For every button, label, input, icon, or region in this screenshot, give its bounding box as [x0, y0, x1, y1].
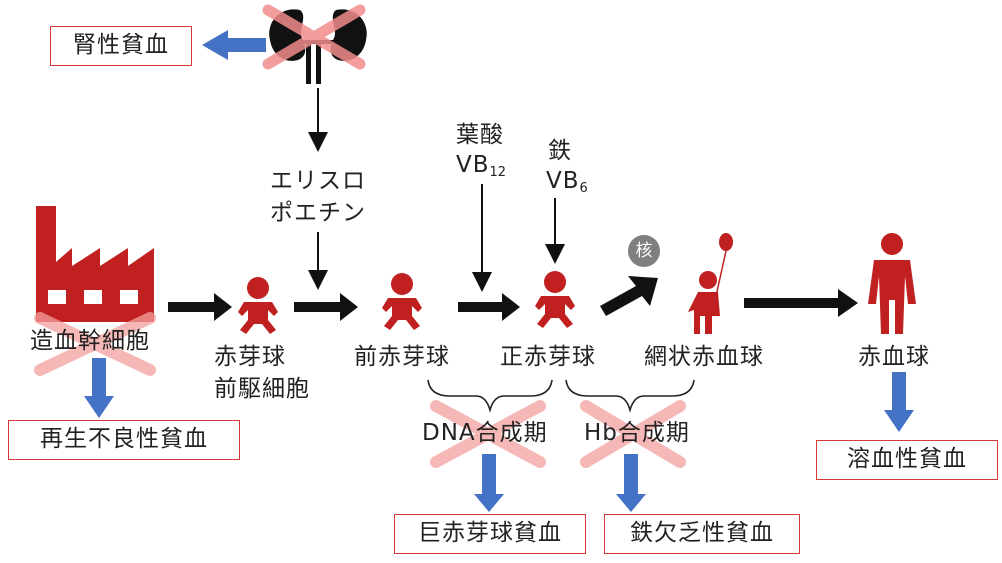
baby-icon-proerythroblast	[382, 273, 422, 330]
child-with-balloon-icon	[688, 233, 733, 334]
rbc-label: 赤血球	[858, 344, 930, 370]
reticulocyte-label: 網状赤血球	[644, 344, 764, 370]
vb12-label: VB12	[456, 150, 506, 188]
proerythroblast-label: 前赤芽球	[354, 344, 450, 370]
vb6-label: VB6	[546, 166, 588, 204]
renal-anemia-box: 腎性貧血	[50, 26, 192, 66]
arrow-to-renal-anemia	[202, 30, 266, 60]
vb6-subscript: 6	[579, 181, 588, 196]
brace-hb-synthesis	[565, 379, 695, 413]
arrow-to-hemolytic-anemia	[884, 372, 914, 432]
normoblast-label: 正赤芽球	[500, 344, 596, 370]
folate-label: 葉酸	[456, 122, 504, 148]
dna-synthesis-label: DNA合成期	[422, 420, 548, 446]
vb12-subscript: 12	[489, 165, 507, 180]
cross-mark-stem-cell	[34, 312, 156, 376]
cross-mark-kidney	[262, 4, 366, 70]
hemolytic-anemia-box: 溶血性貧血	[816, 440, 998, 480]
flow-arrows	[168, 276, 858, 321]
progenitor-label-line1: 赤芽球	[214, 344, 286, 370]
erythropoietin-label-line2: ポエチン	[270, 200, 366, 226]
flow-arrow-5	[744, 289, 858, 317]
aplastic-anemia-box: 再生不良性貧血	[8, 420, 240, 460]
flow-arrow-2	[294, 293, 358, 321]
arrow-to-aplastic-anemia	[84, 358, 114, 418]
cross-mark-dna-synthesis	[430, 400, 546, 468]
hb-synthesis-label: Hb合成期	[584, 420, 690, 446]
iron-deficiency-anemia-box: 鉄欠乏性貧血	[604, 514, 800, 554]
baby-icon-progenitor	[238, 277, 278, 334]
baby-icon-normoblast	[535, 271, 575, 328]
vb12-base: VB	[456, 152, 490, 178]
flow-arrow-enucleation	[600, 276, 658, 316]
factory-icon	[36, 206, 154, 322]
brace-dna-synthesis	[427, 379, 553, 413]
erythropoietin-label-line1: エリスロ	[270, 168, 366, 194]
vb6-base: VB	[546, 168, 580, 194]
arrow-to-iron-deficiency-anemia	[616, 454, 646, 512]
stem-cell-label: 造血幹細胞	[30, 328, 150, 354]
flow-arrow-3	[458, 293, 520, 321]
cross-mark-hb-synthesis	[580, 400, 686, 468]
progenitor-label-line2: 前駆細胞	[214, 376, 310, 402]
nucleus-icon: 核	[628, 235, 660, 267]
adult-icon	[868, 233, 916, 334]
flow-arrow-1	[168, 293, 232, 321]
arrow-to-megaloblastic-anemia	[474, 454, 504, 512]
iron-label: 鉄	[548, 138, 572, 164]
megaloblastic-anemia-box: 巨赤芽球貧血	[394, 514, 586, 554]
